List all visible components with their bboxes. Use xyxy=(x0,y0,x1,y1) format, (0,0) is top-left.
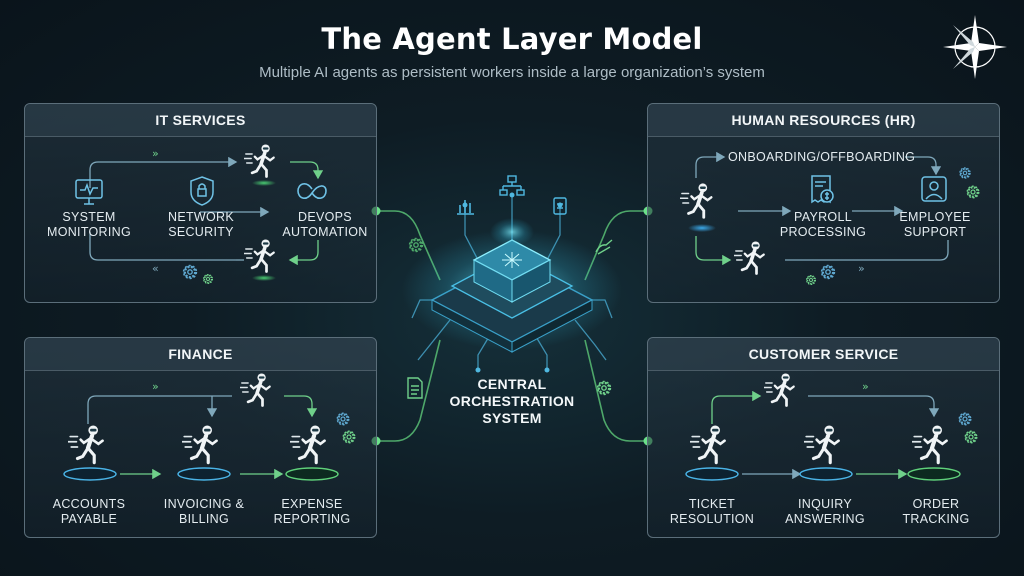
running-agent-icon xyxy=(764,372,796,408)
inquiry-answering-label: INQUIRY ANSWERING xyxy=(785,497,865,526)
gear-icon xyxy=(964,430,978,444)
infinity-loop-icon xyxy=(297,183,327,199)
panel-title: HUMAN RESOURCES (HR) xyxy=(648,104,999,137)
bar-chart-icon xyxy=(457,200,474,215)
diagram-subtitle: Multiple AI agents as persistent workers… xyxy=(259,64,765,81)
panel-title: IT SERVICES xyxy=(25,104,376,137)
compass-rose-icon xyxy=(943,15,1007,79)
employee-support-label: EMPLOYEE SUPPORT xyxy=(899,210,971,239)
order-tracking-label: ORDER TRACKING xyxy=(902,497,970,526)
svg-text:«: « xyxy=(152,262,159,275)
clipboard-icon xyxy=(553,197,567,215)
payroll-processing-label: PAYROLL PROCESSING xyxy=(779,210,867,239)
svg-text:»: » xyxy=(862,380,869,393)
hand-icon xyxy=(595,239,613,255)
gear-icon xyxy=(958,412,972,426)
ticket-resolution-label: TICKET RESOLUTION xyxy=(669,497,755,526)
expense-reporting-label: EXPENSE REPORTING xyxy=(273,497,351,526)
svg-text:»: » xyxy=(152,380,159,393)
person-badge-icon xyxy=(921,176,947,202)
running-agent-icon xyxy=(804,425,839,462)
running-agent-icon xyxy=(912,425,947,462)
finance-panel: FINANCE xyxy=(24,337,377,538)
org-hierarchy-icon xyxy=(499,175,525,196)
it-services-panel: IT SERVICES xyxy=(24,103,377,303)
central-orchestration-label: CENTRAL ORCHESTRATION SYSTEM xyxy=(449,376,575,426)
diagram-title: The Agent Layer Model xyxy=(321,22,703,56)
panel-title: CUSTOMER SERVICE xyxy=(648,338,999,371)
receipt-dollar-icon xyxy=(811,175,834,204)
svg-text:»: » xyxy=(152,147,159,160)
monitor-icon xyxy=(75,179,103,205)
document-icon xyxy=(407,377,423,399)
system-monitoring-label: SYSTEM MONITORING xyxy=(46,210,132,239)
running-agent-icon xyxy=(690,425,725,462)
devops-automation-label: DEVOPS AUTOMATION xyxy=(282,210,368,239)
customer-service-panel: CUSTOMER SERVICE xyxy=(647,337,1000,538)
svg-text:»: » xyxy=(858,262,865,275)
invoicing-billing-label: INVOICING & BILLING xyxy=(163,497,245,526)
network-security-label: NETWORK SECURITY xyxy=(168,210,234,239)
onboarding-offboarding-label: ONBOARDING/OFFBOARDING xyxy=(728,150,916,164)
accounts-payable-label: ACCOUNTS PAYABLE xyxy=(52,497,126,526)
panel-title: FINANCE xyxy=(25,338,376,371)
shield-lock-icon xyxy=(190,176,214,206)
